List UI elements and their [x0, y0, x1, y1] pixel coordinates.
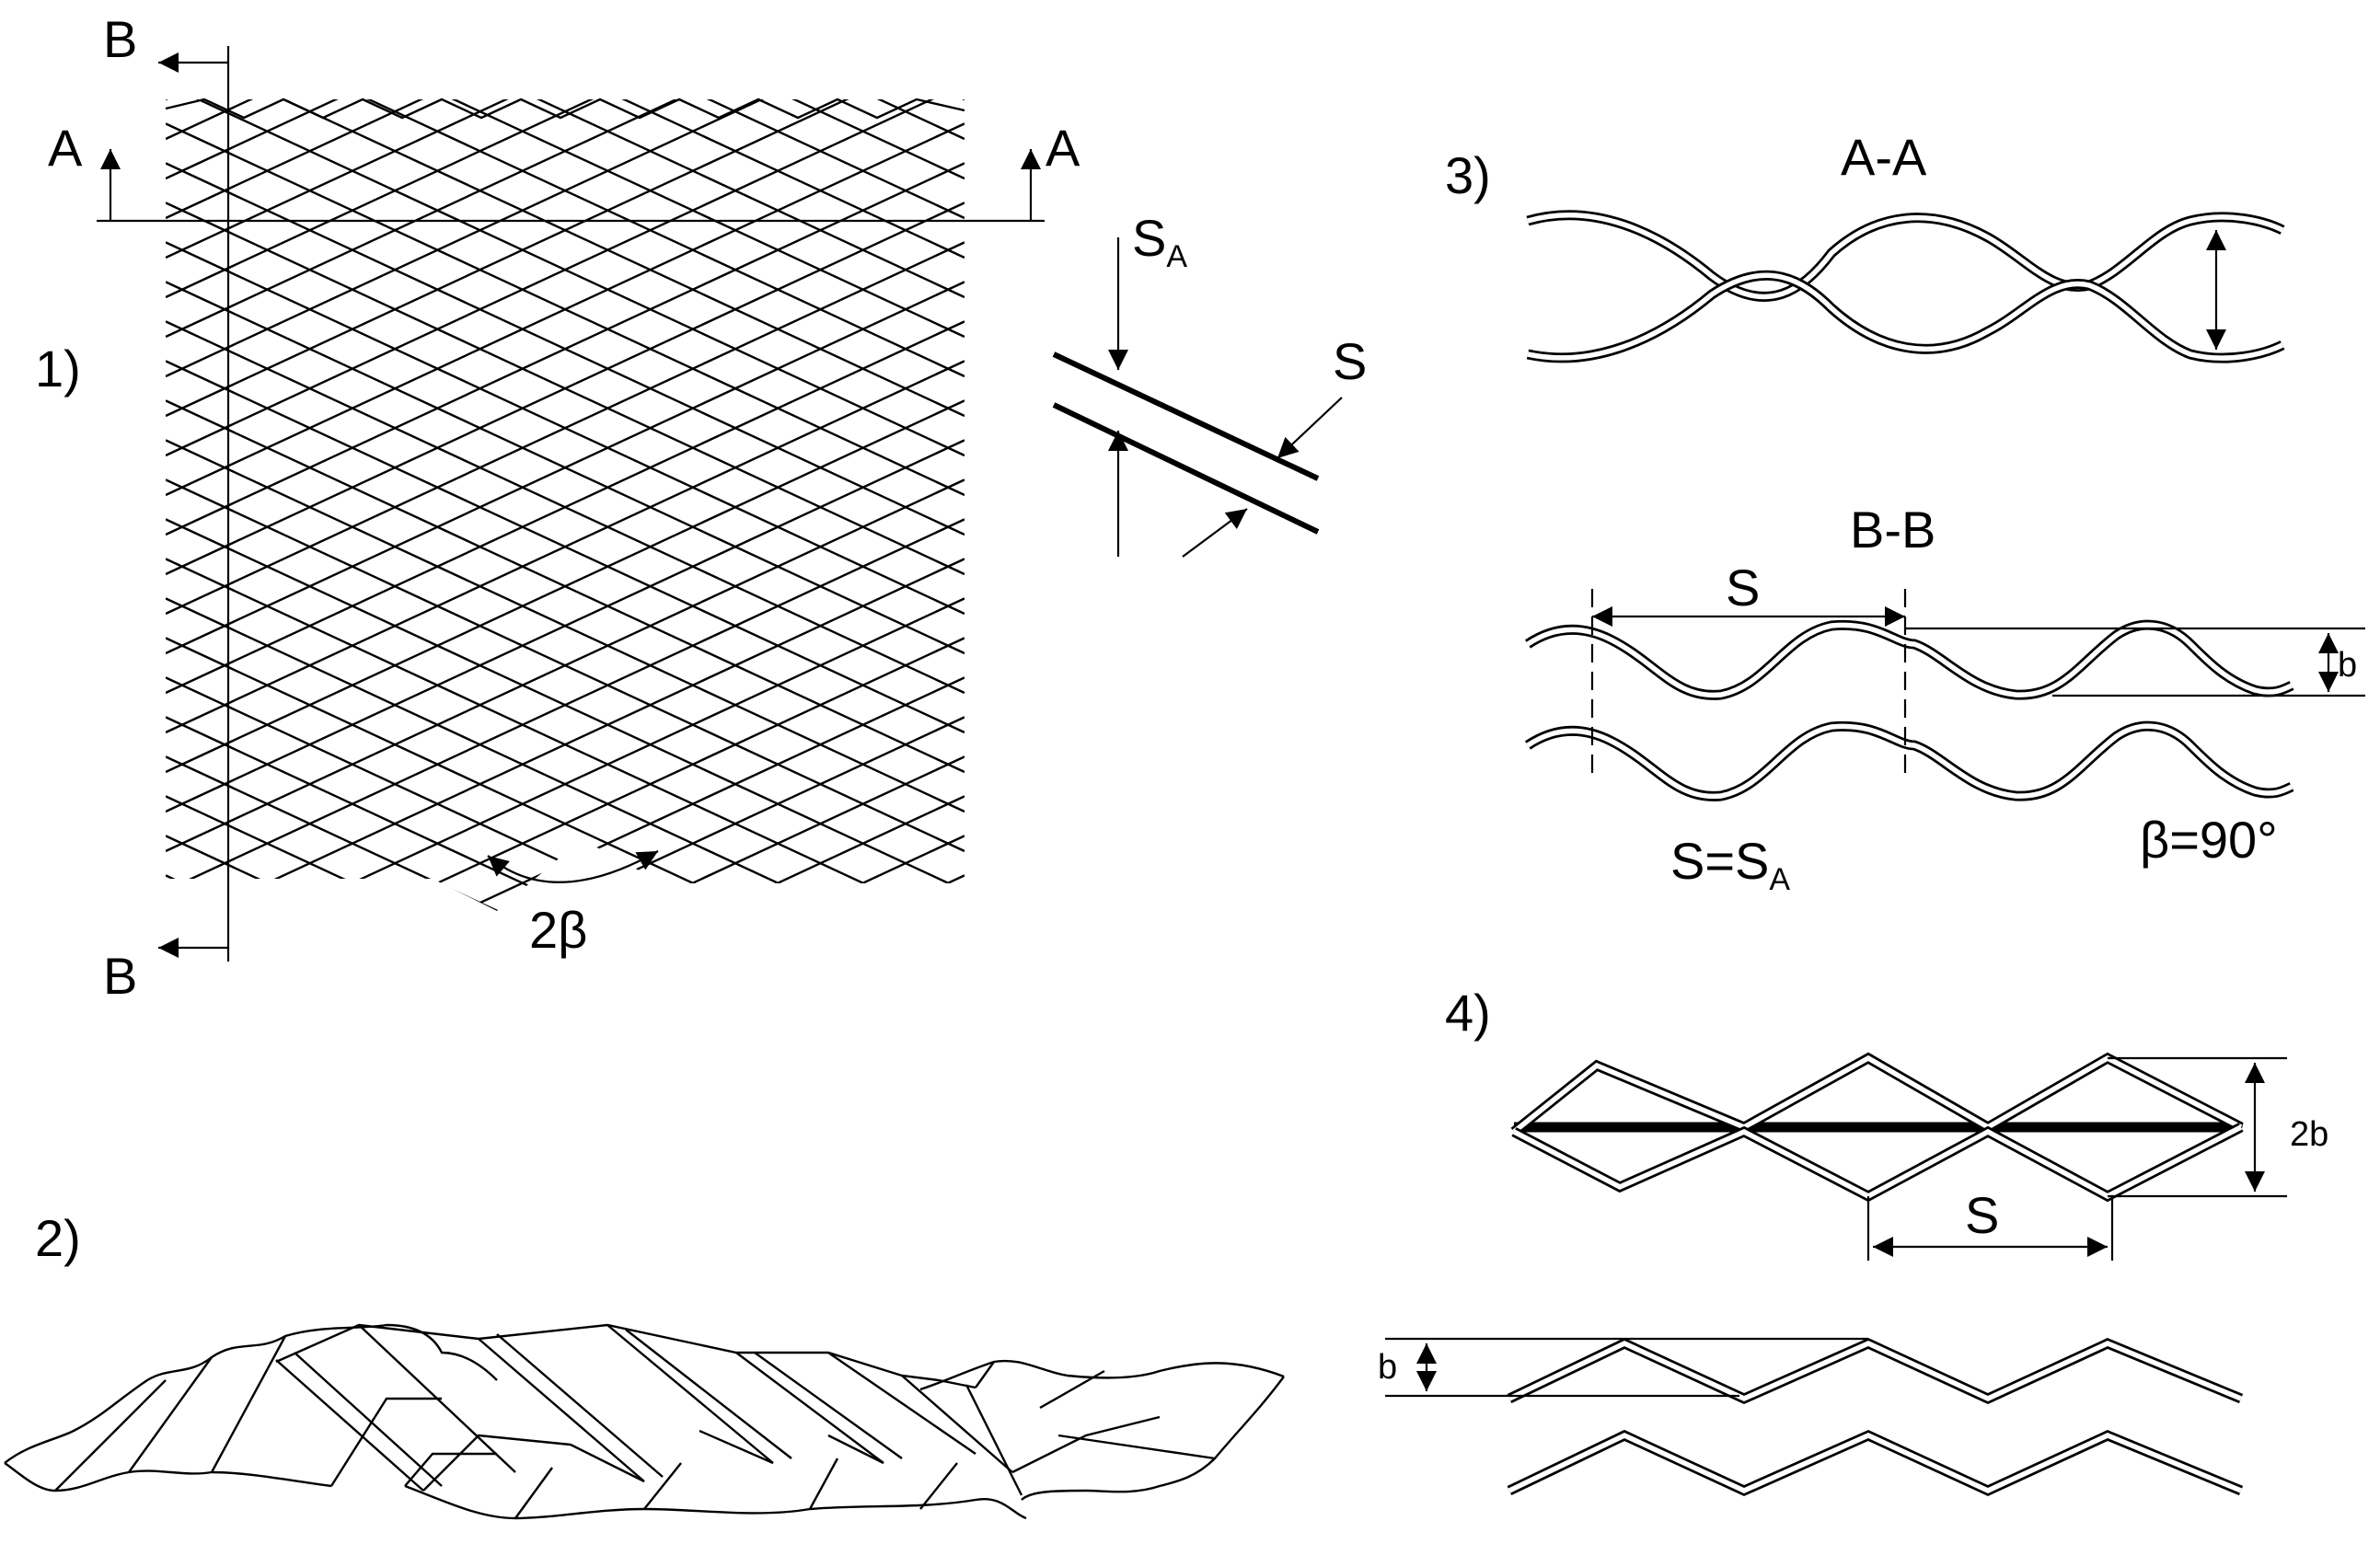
panel-4: 4) 2b S b: [1378, 984, 2328, 1497]
strand-detail: SA S: [1052, 209, 1367, 558]
angle-arc: [487, 850, 659, 883]
mesh-strand: [166, 835, 965, 911]
section-aa-profile: [1526, 210, 2285, 363]
mesh-strand: [166, 99, 965, 418]
strand-width-label: S: [1333, 332, 1367, 390]
mesh-strand: [166, 795, 965, 911]
mesh-strand: [166, 99, 965, 378]
panel-1: 1) A A B B 2β SA S: [35, 0, 1367, 1286]
mesh-strand: [166, 0, 965, 60]
mesh-strand: [166, 439, 965, 813]
height-2b-label: 2b: [2290, 1115, 2328, 1154]
mesh-strand: [166, 637, 965, 911]
strip-pitch-label: S: [1965, 1186, 1999, 1244]
panel-1-label: 1): [35, 340, 81, 398]
angle-label: 2β: [529, 901, 587, 959]
mesh-strand: [166, 99, 965, 259]
mesh-strand: [166, 99, 965, 339]
mesh-strand: [166, 795, 965, 911]
zigzag-profiles: [1385, 1337, 2244, 1497]
section-aa-title: A-A: [1841, 128, 1927, 186]
angle-value-label: β=90°: [2140, 811, 2278, 869]
mesh-strand: [166, 915, 965, 1286]
mesh-strand: [166, 399, 965, 774]
mesh-strand: [166, 162, 965, 536]
strand-thickness-label: SA: [1132, 209, 1187, 274]
mesh-strand: [166, 99, 965, 180]
diamond-strip: [1510, 1052, 2287, 1261]
mesh-strand: [166, 99, 965, 220]
mesh-strand: [166, 281, 965, 655]
panel-3-label: 3): [1445, 146, 1491, 204]
mesh-strand: [166, 915, 965, 1286]
section-b-bottom-label: B: [103, 947, 137, 1005]
mesh-strand: [166, 320, 965, 695]
equation-label: S=SA: [1670, 832, 1790, 897]
mesh-strand: [166, 202, 965, 576]
mesh-strand: [166, 558, 965, 911]
section-bb-profile: [1524, 589, 2365, 801]
mesh-strand: [166, 755, 965, 911]
mesh-strand: [166, 99, 965, 141]
mesh-strand: [166, 122, 965, 497]
section-a-left-label: A: [48, 119, 83, 177]
bb-pitch-label: S: [1726, 559, 1760, 616]
mesh-strand: [166, 518, 965, 893]
mesh-strand: [166, 755, 965, 911]
mesh-strand: [166, 99, 965, 180]
mesh-3d-view: [4, 1323, 1285, 1520]
mesh-strand: [166, 99, 965, 101]
panel-2-label: 2): [35, 1209, 81, 1267]
mesh-strand: [166, 835, 965, 911]
mesh-strand: [166, 99, 965, 259]
panel-2: 2): [4, 1209, 1285, 1520]
width-arrow-bottom: [1182, 508, 1248, 558]
bb-depth-label: b: [2338, 646, 2357, 685]
mesh-strand: [166, 360, 965, 734]
diamond-mesh: [166, 0, 965, 1286]
section-a-right-label: A: [1046, 119, 1080, 177]
mesh-strand: [166, 99, 965, 101]
mesh-strand: [166, 478, 965, 853]
panel-3: 3) A-A B-B S: [1445, 128, 2365, 897]
mesh-strand: [166, 241, 965, 616]
width-arrow-top: [1277, 397, 1343, 459]
mesh-strand: [166, 99, 965, 339]
mesh-strand: [166, 99, 965, 299]
zigzag-depth-label: b: [1378, 1348, 1397, 1387]
section-b-top-label: B: [103, 10, 137, 68]
mesh-lines: [166, 0, 965, 1286]
panel-4-label: 4): [1445, 984, 1491, 1042]
mesh-strand: [166, 99, 965, 141]
mesh-strand: [166, 0, 965, 60]
mesh-strand: [166, 99, 965, 457]
section-bb-title: B-B: [1850, 501, 1935, 559]
mesh-strand: [166, 99, 965, 220]
mesh-top-edge: [165, 98, 965, 120]
mesh-strand: [166, 99, 965, 299]
